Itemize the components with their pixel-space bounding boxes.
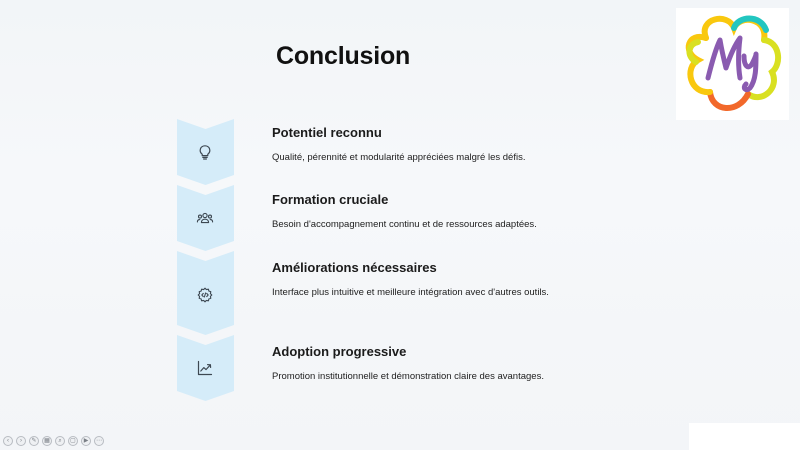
slide-title: Conclusion (276, 42, 411, 70)
item-title-adoption-progressive: Adoption progressive (272, 344, 407, 359)
item-title-formation-cruciale: Formation cruciale (272, 192, 389, 207)
previous-button[interactable]: ‹ (3, 436, 13, 446)
item-title-potentiel-reconnu: Potentiel reconnu (272, 125, 382, 140)
corner-overlay (689, 423, 800, 450)
slideshow-toolbar: ‹ › ✎ ▦ ⌕ ▢ ▶ ⋯ (3, 435, 104, 447)
trending-chart-icon (196, 359, 214, 377)
step-chevron-2 (177, 185, 234, 251)
item-description-formation-cruciale: Besoin d'accompagnement continu et de re… (272, 219, 537, 230)
step-chevron-3 (177, 251, 234, 335)
lightbulb-icon (196, 143, 214, 161)
code-gear-icon (196, 286, 214, 304)
step-chevron-1 (177, 119, 234, 185)
zoom-button[interactable]: ⌕ (55, 436, 65, 446)
subtitles-button[interactable]: ▢ (68, 436, 78, 446)
pen-button[interactable]: ✎ (29, 436, 39, 446)
step-chevron-4 (177, 335, 234, 401)
next-button[interactable]: › (16, 436, 26, 446)
item-description-adoption-progressive: Promotion institutionnelle et démonstrat… (272, 371, 544, 382)
item-description-potentiel-reconnu: Qualité, pérennité et modularité appréci… (272, 152, 526, 163)
more-button[interactable]: ⋯ (94, 436, 104, 446)
item-title-ameliorations-necessaires: Améliorations nécessaires (272, 260, 437, 275)
users-icon (196, 209, 214, 227)
my-logo (676, 8, 789, 120)
camera-button[interactable]: ▶ (81, 436, 91, 446)
slides-button[interactable]: ▦ (42, 436, 52, 446)
item-description-ameliorations-necessaires: Interface plus intuitive et meilleure in… (272, 287, 549, 298)
